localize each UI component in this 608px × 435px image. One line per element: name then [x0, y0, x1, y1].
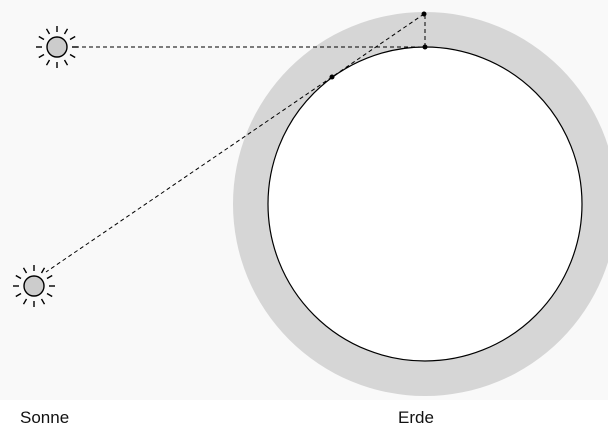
earth-label: Erde [398, 408, 434, 427]
tangent-point [329, 74, 335, 80]
refracted-upper-line [331, 13, 425, 78]
sun-icon [36, 26, 78, 68]
caption-strip [0, 400, 608, 435]
refracted-lower-line [45, 76, 333, 273]
observer-point [422, 44, 428, 50]
sun-label: Sonne [20, 408, 70, 427]
atmosphere-edge-point [421, 11, 427, 17]
sun-icon [13, 265, 55, 307]
earth-circle [267, 46, 583, 362]
